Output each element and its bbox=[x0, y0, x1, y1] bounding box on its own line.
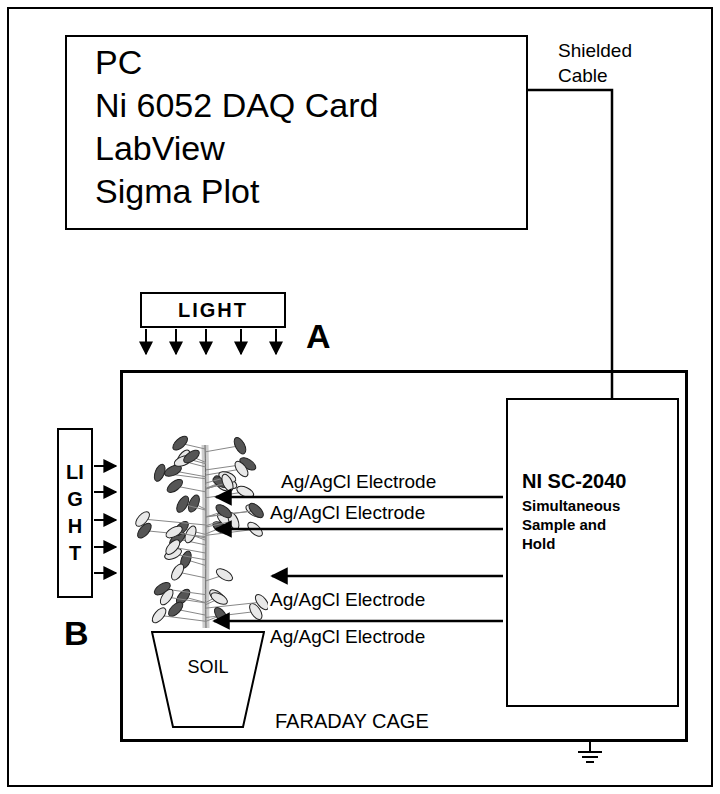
leaf bbox=[232, 459, 250, 479]
leaf bbox=[150, 606, 169, 625]
leaf bbox=[220, 473, 236, 493]
electrode-label: Ag/AgCl Electrode bbox=[268, 626, 427, 648]
electrode-wire bbox=[216, 528, 503, 531]
leaf bbox=[209, 590, 229, 606]
light-ray bbox=[94, 572, 116, 574]
leaf bbox=[182, 448, 202, 466]
computer-text: Ni 6052 DAQ Card bbox=[95, 84, 526, 127]
electrode-label: Ag/AgCl Electrode bbox=[268, 589, 427, 611]
leaf bbox=[214, 566, 234, 583]
daq-module-box: NI SC-2040Simultaneous Sample and Hold bbox=[506, 398, 679, 707]
leaf bbox=[163, 537, 182, 556]
electrode-wire bbox=[216, 496, 503, 499]
shielded-cable bbox=[528, 90, 612, 398]
leaf bbox=[247, 501, 266, 520]
leaf bbox=[158, 587, 176, 607]
cage-label: FARADAY CAGE bbox=[275, 710, 429, 733]
pot-shape bbox=[152, 632, 264, 727]
ground-symbol bbox=[578, 742, 602, 762]
light-ray bbox=[145, 329, 147, 354]
light-label: LIGHT bbox=[178, 299, 248, 322]
leaf bbox=[174, 494, 191, 514]
edge-label: Shielded Cable bbox=[556, 38, 650, 88]
module-name: NI SC-2040 bbox=[522, 470, 671, 493]
electrode-wire bbox=[214, 620, 503, 623]
plant-illustration bbox=[133, 434, 271, 628]
electrode-wire bbox=[272, 575, 503, 578]
pot-outline bbox=[151, 631, 265, 728]
light-label: LIGHT bbox=[65, 459, 85, 567]
light-ray bbox=[205, 329, 207, 354]
electrode-label: Ag/AgCl Electrode bbox=[279, 471, 438, 493]
leaf bbox=[166, 600, 185, 619]
leaf bbox=[133, 509, 152, 528]
leaf bbox=[165, 477, 185, 495]
computer-box: PCNi 6052 DAQ CardLabViewSigma Plot bbox=[65, 35, 528, 230]
outer-frame bbox=[8, 8, 712, 786]
light-ray bbox=[175, 329, 177, 354]
callout-letter: A bbox=[304, 317, 333, 356]
leaf-stalk bbox=[206, 612, 256, 618]
light-ray bbox=[275, 329, 277, 354]
callout-letter: B bbox=[62, 614, 91, 653]
light-ray bbox=[94, 491, 116, 493]
light-ray bbox=[94, 519, 116, 521]
module-description: Simultaneous Sample and Hold bbox=[522, 496, 642, 553]
light-ray bbox=[94, 465, 116, 467]
electrode-wires bbox=[214, 497, 503, 621]
computer-text: PC bbox=[95, 41, 526, 84]
computer-text: LabView bbox=[95, 127, 526, 170]
soil-pot: SOIL bbox=[151, 631, 265, 728]
leaf-stalk bbox=[143, 519, 206, 525]
leaf-stalk bbox=[206, 602, 262, 608]
light-box: LIGHT bbox=[57, 428, 93, 598]
leaf-stalk bbox=[167, 597, 206, 603]
leaf-stalk bbox=[159, 615, 206, 621]
leaf bbox=[171, 434, 190, 453]
light-ray bbox=[94, 546, 116, 548]
leaf bbox=[169, 562, 186, 582]
light-ray bbox=[240, 329, 242, 354]
light-box: LIGHT bbox=[140, 292, 286, 328]
faraday-cage: NI SC-2040Simultaneous Sample and HoldSO… bbox=[120, 370, 688, 742]
electrode-label: Ag/AgCl Electrode bbox=[268, 502, 427, 524]
computer-text: Sigma Plot bbox=[95, 170, 526, 213]
leaf bbox=[164, 524, 184, 541]
soil-label: SOIL bbox=[151, 657, 265, 678]
leaf bbox=[214, 502, 234, 520]
leaf bbox=[232, 436, 248, 456]
